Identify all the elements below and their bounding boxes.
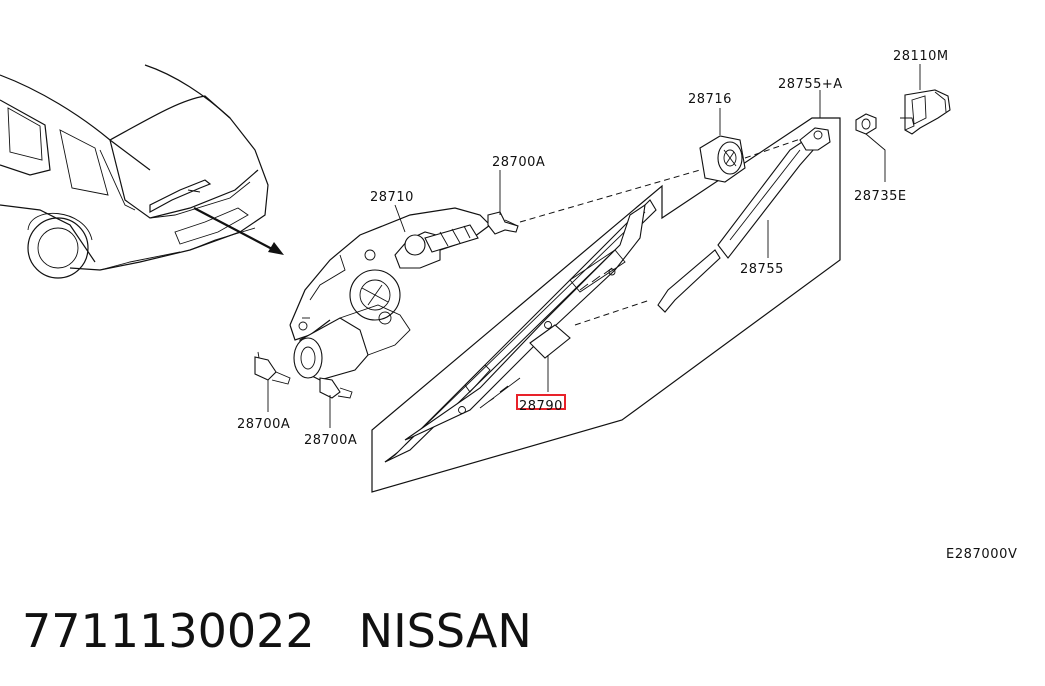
label-28700A-top: 28700A: [492, 155, 545, 170]
cover-28110M: [900, 64, 951, 135]
label-28735E: 28735E: [854, 189, 907, 204]
parts-diagram: 28110M 28755+A 28716 28735E 28755 28710 …: [0, 49, 1018, 562]
blade-outline-box: [371, 117, 841, 493]
nut-28735E: [855, 113, 886, 182]
motor-bracket: [254, 170, 519, 428]
label-28700A-bottom: 28700A: [304, 433, 357, 448]
wiper-blade: [384, 199, 657, 463]
label-28700A-left: 28700A: [237, 417, 290, 432]
highlight-box: [516, 394, 566, 410]
label-28790: 28790: [519, 399, 563, 414]
label-28755: 28755: [740, 262, 784, 277]
vehicle-illustration: [0, 64, 284, 279]
diagram-code: E287000V: [946, 547, 1018, 562]
brand-name: NISSAN: [358, 604, 532, 658]
label-28755A: 28755+A: [778, 77, 843, 92]
wiper-arm-28755: [657, 90, 831, 313]
label-28710: 28710: [370, 190, 414, 205]
part-number: 7711130022: [22, 604, 315, 658]
part-caption: 7711130022 NISSAN: [22, 596, 532, 666]
label-28716: 28716: [688, 92, 732, 107]
part-labels: 28110M 28755+A 28716 28735E 28755 28710 …: [237, 49, 1018, 562]
cap-28716: [699, 108, 746, 183]
label-28110M: 28110M: [893, 49, 949, 64]
alignment-lines: [519, 134, 813, 326]
